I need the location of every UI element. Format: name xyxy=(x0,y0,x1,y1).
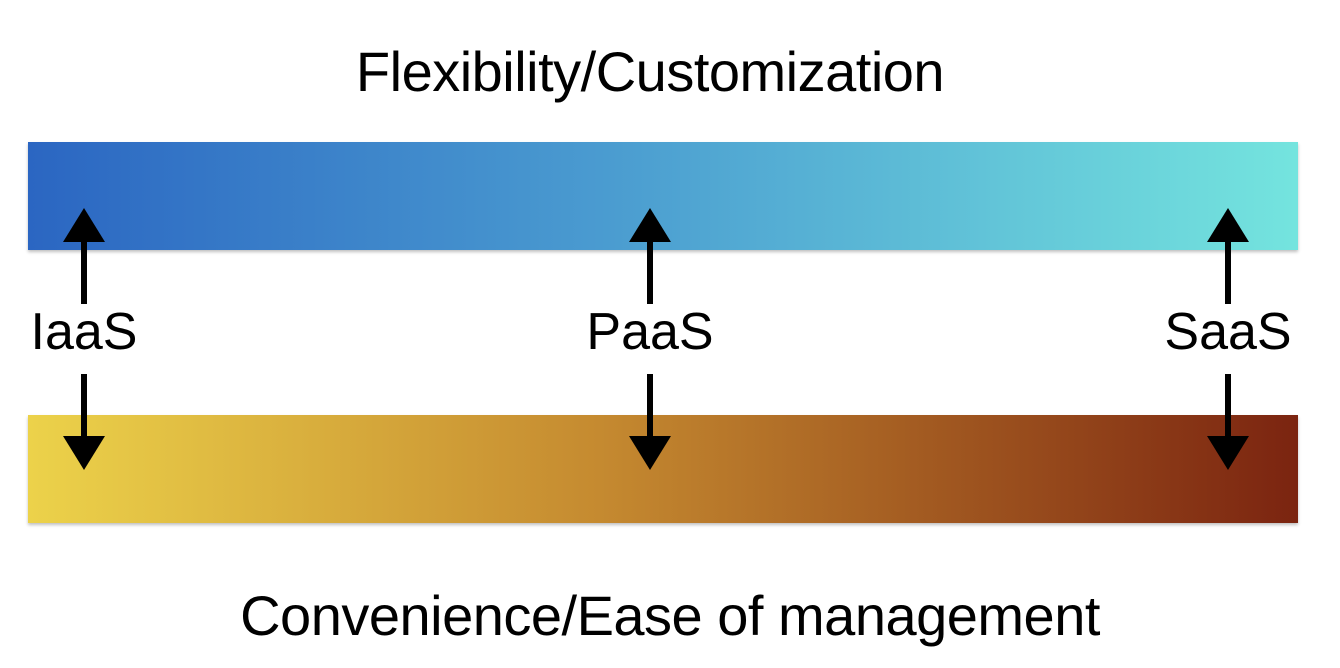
iaas-label: IaaS xyxy=(30,303,138,361)
paas-up-arrow-icon xyxy=(629,208,671,304)
saas-up-arrow-icon xyxy=(1207,208,1249,304)
convenience-gradient-bar xyxy=(28,415,1298,523)
convenience-ease-title: Convenience/Ease of management xyxy=(240,584,1100,647)
flexibility-customization-title: Flexibility/Customization xyxy=(355,40,945,103)
iaas-down-arrow-icon xyxy=(63,374,105,470)
iaas-up-arrow-icon xyxy=(63,208,105,304)
saas-down-arrow-icon xyxy=(1207,374,1249,470)
paas-down-arrow-icon xyxy=(629,374,671,470)
saas-label: SaaS xyxy=(1164,303,1292,361)
paas-label: PaaS xyxy=(586,303,714,361)
